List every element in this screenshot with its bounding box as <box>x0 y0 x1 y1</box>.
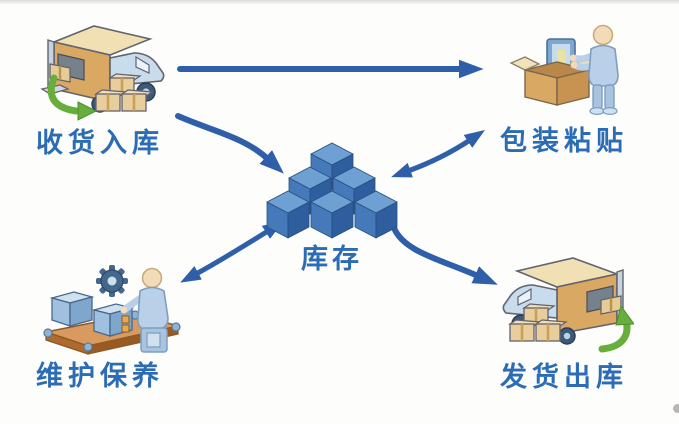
truck-loading-icon <box>502 257 634 353</box>
arrow-inventory-to-shipping <box>391 225 498 285</box>
node-receiving: 收货入库 <box>36 16 173 159</box>
label-packing: 包装粘贴 <box>500 126 628 157</box>
label-receiving: 收货入库 <box>36 128 164 159</box>
node-shipping: 发货出库 <box>494 248 634 393</box>
truck-unloading-icon <box>40 25 165 121</box>
label-inventory: 库存 <box>301 244 363 275</box>
top-edge-shade <box>0 0 679 4</box>
arrow-inventory-maintenance-twoway <box>180 221 284 283</box>
screenshot-artifact-dot <box>673 404 679 413</box>
person-packing-box-icon <box>509 24 619 115</box>
arrow-receiving-to-inventory <box>175 113 284 174</box>
label-maintenance: 维护保养 <box>36 361 164 392</box>
maintenance-bench-icon <box>43 265 181 355</box>
node-inventory: 库存 <box>266 141 398 275</box>
arrow-inventory-packing-twoway <box>391 130 485 178</box>
node-maintenance: 维护保养 <box>36 254 182 392</box>
cube-stack-icon <box>266 142 398 239</box>
label-shipping: 发货出库 <box>500 362 628 393</box>
node-packing: 包装粘贴 <box>497 13 632 157</box>
